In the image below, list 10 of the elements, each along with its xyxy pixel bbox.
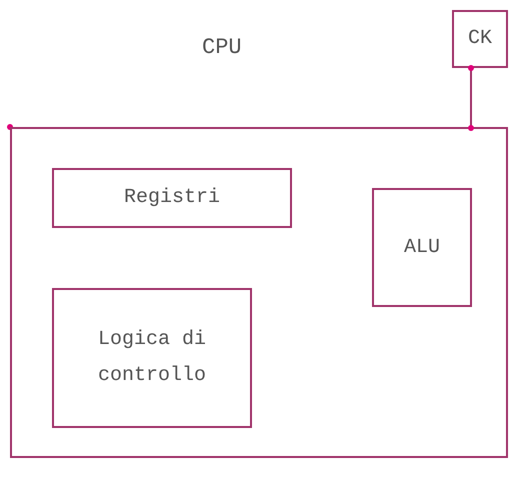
component-box xyxy=(52,168,292,228)
component-box xyxy=(452,10,508,68)
box-label: CK xyxy=(468,26,492,52)
box-label: Registri xyxy=(124,185,220,211)
box-label: ALU xyxy=(404,234,440,260)
box-label: Logica di controllo xyxy=(96,327,208,389)
clock-line xyxy=(468,65,474,131)
box-title: CPU xyxy=(202,34,242,62)
component-box xyxy=(52,288,252,428)
component-box xyxy=(372,188,472,307)
